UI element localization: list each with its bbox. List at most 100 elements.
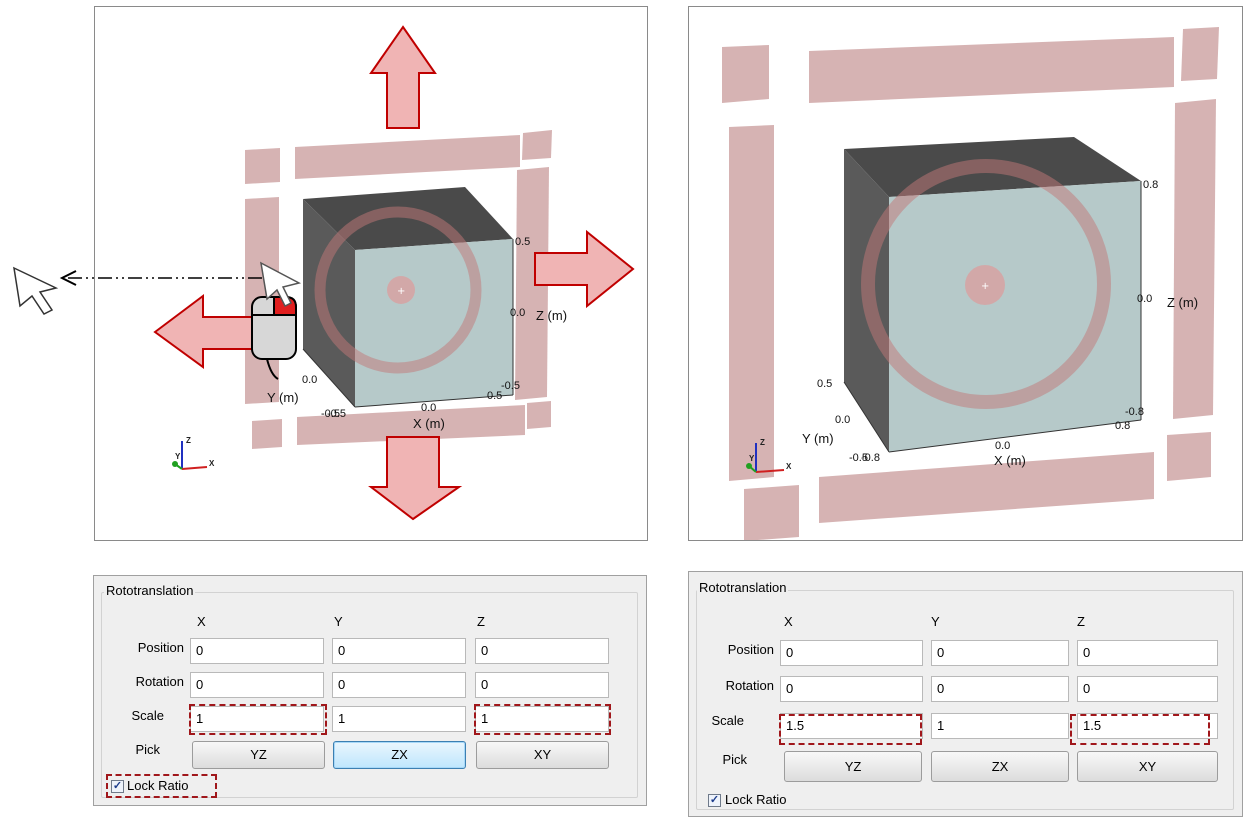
x-tick-mid: 0.0 xyxy=(421,402,436,414)
scale-x-field[interactable]: 1.5 xyxy=(780,713,923,739)
triad-y: Y xyxy=(175,452,181,461)
y-tick-mid: 0.0 xyxy=(835,414,850,426)
handle-bar-top-left xyxy=(245,148,280,184)
scale-x-field[interactable]: 1 xyxy=(190,706,324,732)
handle-bar-bottom-right xyxy=(1167,432,1211,481)
handle-bar-top-right xyxy=(522,130,552,160)
column-header-x: X xyxy=(197,614,206,629)
drag-cursor-icon xyxy=(13,266,59,315)
column-header-z: Z xyxy=(477,614,485,629)
handle-bar-top-left xyxy=(722,45,769,103)
handle-bar-bottom xyxy=(819,452,1154,523)
pick-yz-button[interactable]: YZ xyxy=(784,751,922,782)
x-axis-label: X (m) xyxy=(994,453,1026,468)
y-tick-left: -0.5 xyxy=(321,408,340,420)
rotation-label: Rotation xyxy=(135,674,184,689)
lock-ratio-label[interactable]: Lock Ratio xyxy=(725,792,787,807)
scale-z-field[interactable]: 1 xyxy=(475,706,609,732)
z-axis-label: Z (m) xyxy=(536,308,567,323)
pick-label: Pick xyxy=(722,752,747,767)
scale-label: Scale xyxy=(131,708,164,723)
arrow-up xyxy=(369,25,437,129)
y-tick-mid: 0.0 xyxy=(302,374,317,386)
z-tick-top: 0.5 xyxy=(515,236,530,248)
rotation-x-field[interactable]: 0 xyxy=(780,676,923,702)
group-title: Rototranslation xyxy=(697,580,789,595)
rotation-y-field[interactable]: 0 xyxy=(931,676,1069,702)
lock-ratio-checkbox[interactable]: ✓ xyxy=(708,794,721,807)
cube-front xyxy=(889,181,1141,452)
center-handle xyxy=(387,276,415,304)
axis-triad: Z Y X xyxy=(746,438,792,473)
pick-xy-button[interactable]: XY xyxy=(1077,751,1218,782)
position-x-field[interactable]: 0 xyxy=(190,638,324,664)
handle-bar-left xyxy=(729,125,774,481)
y-tick-bottom: -0.5 xyxy=(849,452,868,464)
x-tick-left: -0.5 xyxy=(327,408,346,420)
drag-indicator xyxy=(13,266,262,315)
pick-zx-button[interactable]: ZX xyxy=(931,751,1069,782)
column-header-z: Z xyxy=(1077,614,1085,629)
position-y-field[interactable]: 0 xyxy=(931,640,1069,666)
triad-x: X xyxy=(209,459,215,468)
x-tick-left: -0.8 xyxy=(861,452,880,464)
left-rototranslation-panel: Rototranslation X Y Z Position 0 0 0 Rot… xyxy=(93,575,647,806)
right-3d-viewport[interactable]: + 0.8 0.0 -0.8 Z (m) -0.8 0.0 0.8 X (m) … xyxy=(688,6,1243,541)
z-tick-bottom: -0.5 xyxy=(501,380,520,392)
left-scene: + 0.5 0.0 -0.5 Z (m) -0.5 0.0 0.5 X (m) … xyxy=(153,25,635,521)
position-x-field[interactable]: 0 xyxy=(780,640,923,666)
pick-label: Pick xyxy=(135,742,160,757)
group-title: Rototranslation xyxy=(104,583,196,598)
rotation-label: Rotation xyxy=(725,678,774,693)
cube-front xyxy=(355,239,513,407)
arrow-right xyxy=(534,229,635,309)
pick-yz-button[interactable]: YZ xyxy=(192,741,325,769)
rotation-z-field[interactable]: 0 xyxy=(475,672,609,698)
z-tick-bottom: -0.8 xyxy=(1125,406,1144,418)
z-tick-mid: 0.0 xyxy=(1137,293,1152,305)
rotation-z-field[interactable]: 0 xyxy=(1077,676,1218,702)
handle-bar-top xyxy=(295,135,520,179)
scale-z-field[interactable]: 1.5 xyxy=(1077,713,1218,739)
y-axis-label: Y (m) xyxy=(267,390,299,405)
y-tick-top: 0.5 xyxy=(817,378,832,390)
svg-text:+: + xyxy=(397,286,405,297)
rotation-y-field[interactable]: 0 xyxy=(332,672,466,698)
pick-xy-button[interactable]: XY xyxy=(476,741,609,769)
cube-top xyxy=(303,187,513,250)
x-tick-right: 0.8 xyxy=(1115,420,1130,432)
column-header-y: Y xyxy=(931,614,940,629)
triad-x: X xyxy=(786,462,792,471)
position-z-field[interactable]: 0 xyxy=(1077,640,1218,666)
position-label: Position xyxy=(137,640,184,655)
handle-bar-bottom xyxy=(297,405,525,445)
scale-y-field[interactable]: 1 xyxy=(931,713,1069,739)
rototranslation-group xyxy=(696,590,1234,810)
handle-bar-top xyxy=(809,37,1174,103)
handle-bar-right xyxy=(1173,99,1216,419)
scale-y-field[interactable]: 1 xyxy=(332,706,466,732)
rotation-x-field[interactable]: 0 xyxy=(190,672,324,698)
position-y-field[interactable]: 0 xyxy=(332,638,466,664)
position-label: Position xyxy=(727,642,774,657)
handle-bar-right xyxy=(515,167,549,400)
left-3d-viewport[interactable]: + 0.5 0.0 -0.5 Z (m) -0.5 0.0 0.5 X (m) … xyxy=(94,6,648,541)
column-header-y: Y xyxy=(334,614,343,629)
rotation-ring xyxy=(314,206,482,374)
axis-triad: Z Y X xyxy=(172,436,215,470)
lock-ratio-label[interactable]: Lock Ratio xyxy=(127,778,189,793)
lock-ratio-checkbox[interactable]: ✓ xyxy=(111,780,124,793)
handle-bar-bottom-right xyxy=(527,401,551,429)
right-rototranslation-panel: Rototranslation X Y Z Position 0 0 0 Rot… xyxy=(688,571,1243,817)
handle-bar-bottom-left xyxy=(744,485,799,540)
pick-zx-button[interactable]: ZX xyxy=(333,741,466,769)
triad-y: Y xyxy=(749,454,755,463)
triad-z: Z xyxy=(760,438,765,447)
triad-z: Z xyxy=(186,436,191,445)
svg-text:+: + xyxy=(981,281,989,292)
cursor-icon xyxy=(260,261,302,308)
z-tick-top: 0.8 xyxy=(1143,179,1158,191)
handle-bar-bottom-left xyxy=(252,419,282,449)
position-z-field[interactable]: 0 xyxy=(475,638,609,664)
z-axis-label: Z (m) xyxy=(1167,295,1198,310)
